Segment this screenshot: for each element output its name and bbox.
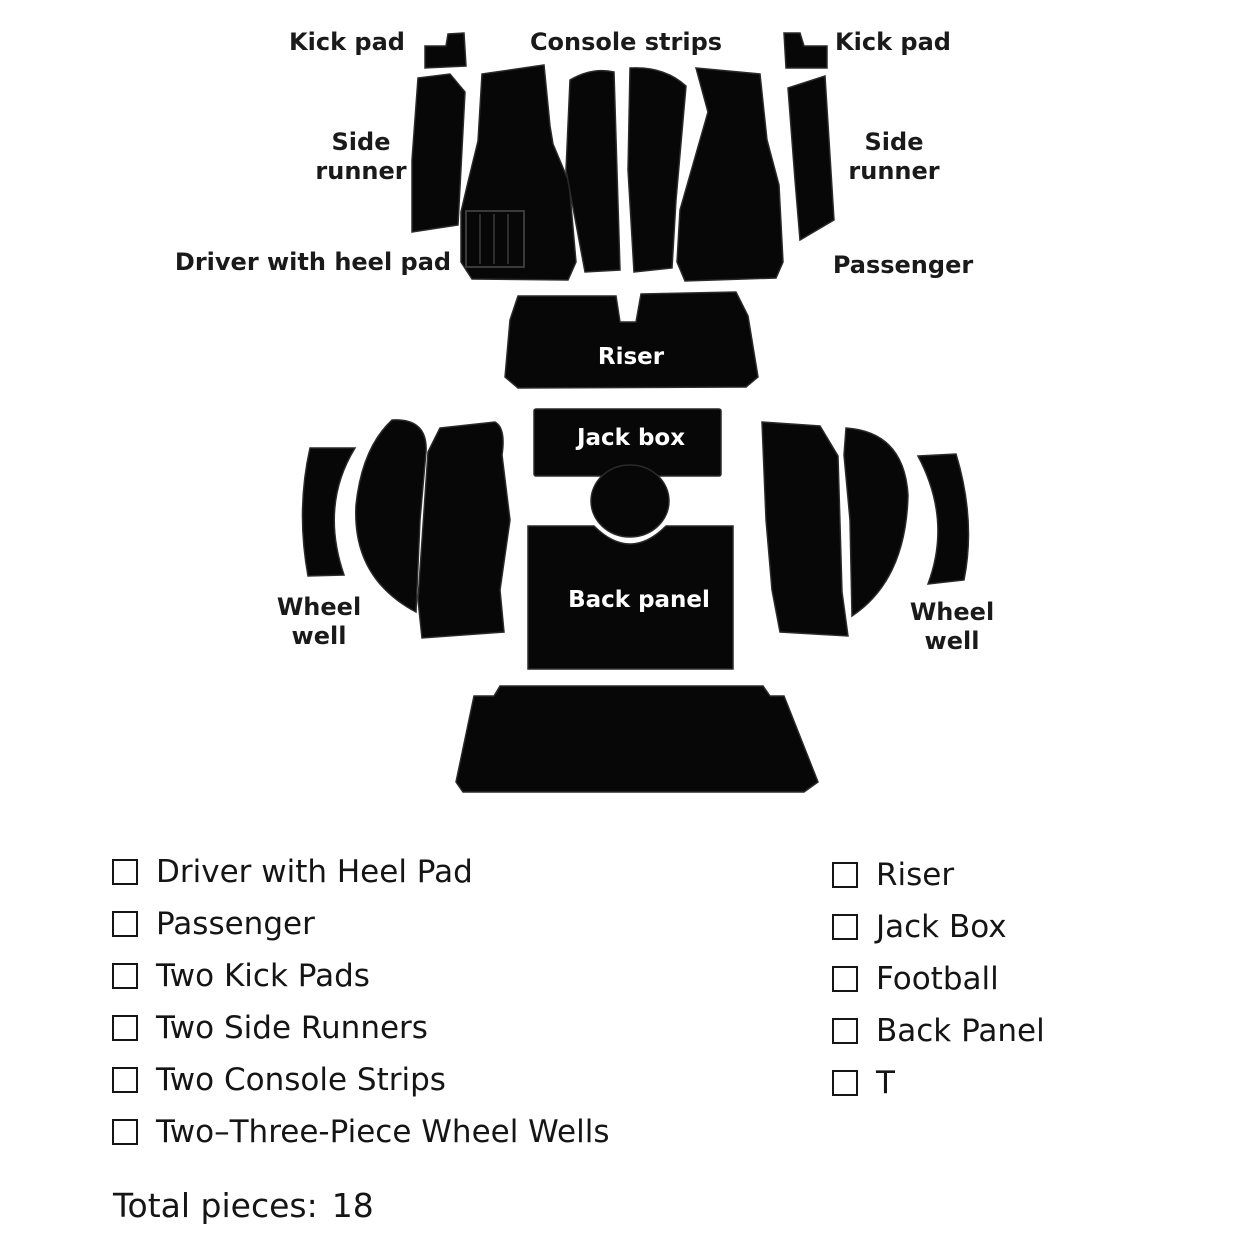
- label-jack-box: Jack box: [575, 425, 685, 451]
- checklist-item-label: Two Kick Pads: [156, 958, 370, 994]
- label-passenger: Passenger: [833, 251, 974, 279]
- checklist-right: Riser Jack Box Football Back Panel T: [832, 849, 1045, 1109]
- label-driver: Driver with heel pad: [175, 248, 451, 276]
- checklist-item-label: Two Console Strips: [156, 1062, 446, 1098]
- checklist-item-back-panel: Back Panel: [832, 1005, 1045, 1057]
- total-pieces-label: Total pieces:: [113, 1186, 318, 1225]
- checklist-item-label: Football: [876, 961, 999, 997]
- checklist-item-label: Riser: [876, 857, 955, 893]
- checklist-item-label: Driver with Heel Pad: [156, 854, 473, 890]
- total-pieces: Total pieces: 18: [113, 1186, 374, 1225]
- checklist-item-t: T: [832, 1057, 1045, 1109]
- label-wheel-well-left-line1: Wheel: [277, 593, 361, 621]
- checklist-item-label: T: [876, 1065, 895, 1101]
- checklist-item-wheel-wells: Two–Three-Piece Wheel Wells: [112, 1106, 609, 1158]
- label-console-strips: Console strips: [530, 28, 722, 56]
- passenger-piece: [676, 67, 784, 282]
- checkbox[interactable]: [832, 1018, 858, 1044]
- checkbox[interactable]: [112, 963, 138, 989]
- label-kick-pad-right: Kick pad: [835, 28, 951, 56]
- checkbox[interactable]: [112, 1119, 138, 1145]
- wheel-well-left-arch: [355, 419, 427, 614]
- heel-pad: [465, 210, 525, 268]
- carpet-kit-diagram: Kick pad Console strips Kick pad Side ru…: [175, 28, 994, 793]
- checklist-item-jack-box: Jack Box: [832, 901, 1045, 953]
- label-side-runner-right-line2: runner: [848, 157, 939, 185]
- side-runner-left-piece: [411, 73, 466, 233]
- console-strip-right: [627, 67, 687, 273]
- label-side-runner-right-line1: Side: [865, 128, 924, 156]
- checklist-item-football: Football: [832, 953, 1045, 1005]
- wheel-well-left-strip: [301, 447, 357, 577]
- checkbox[interactable]: [832, 1070, 858, 1096]
- football-piece: [590, 464, 670, 538]
- checkbox[interactable]: [112, 859, 138, 885]
- label-back-panel: Back panel: [568, 587, 710, 613]
- checkbox[interactable]: [832, 862, 858, 888]
- label-wheel-well-left-line2: well: [292, 622, 347, 650]
- checklist-item-kick-pads: Two Kick Pads: [112, 950, 609, 1002]
- label-wheel-well-right-line1: Wheel: [910, 598, 994, 626]
- kick-pad-left-piece: [424, 32, 467, 69]
- checklist-left: Driver with Heel Pad Passenger Two Kick …: [112, 846, 609, 1158]
- checklist-item-label: Two Side Runners: [156, 1010, 428, 1046]
- trunk-floor-piece: [455, 685, 819, 793]
- checklist-item-label: Passenger: [156, 906, 315, 942]
- wheel-well-left-panel: [417, 421, 511, 639]
- label-side-runner-left-line2: runner: [315, 157, 406, 185]
- wheel-well-right-panel: [761, 421, 849, 637]
- checkbox[interactable]: [112, 1015, 138, 1041]
- checklist-item-label: Jack Box: [876, 909, 1007, 945]
- checklist-item-riser: Riser: [832, 849, 1045, 901]
- riser-piece: [504, 291, 759, 389]
- kick-pad-right-piece: [783, 32, 828, 69]
- checkbox[interactable]: [112, 1067, 138, 1093]
- checklist-item-label: Two–Three-Piece Wheel Wells: [156, 1114, 610, 1150]
- back-panel-piece: [527, 525, 734, 670]
- console-strip-left: [565, 69, 621, 273]
- checklist-item-passenger: Passenger: [112, 898, 609, 950]
- checklist-item-console-strips: Two Console Strips: [112, 1054, 609, 1106]
- side-runner-right-piece: [787, 74, 835, 242]
- label-kick-pad-left: Kick pad: [289, 28, 405, 56]
- checkbox[interactable]: [832, 966, 858, 992]
- checklist-item-label: Back Panel: [876, 1013, 1045, 1049]
- checkbox[interactable]: [832, 914, 858, 940]
- label-wheel-well-right-line2: well: [925, 627, 980, 655]
- checklist-item-driver: Driver with Heel Pad: [112, 846, 609, 898]
- wheel-well-right-arch: [843, 427, 909, 618]
- wheel-well-right-strip: [916, 453, 970, 585]
- total-pieces-value: 18: [331, 1186, 374, 1225]
- label-riser: Riser: [598, 344, 665, 370]
- checklist-item-side-runners: Two Side Runners: [112, 1002, 609, 1054]
- checkbox[interactable]: [112, 911, 138, 937]
- label-side-runner-left-line1: Side: [332, 128, 391, 156]
